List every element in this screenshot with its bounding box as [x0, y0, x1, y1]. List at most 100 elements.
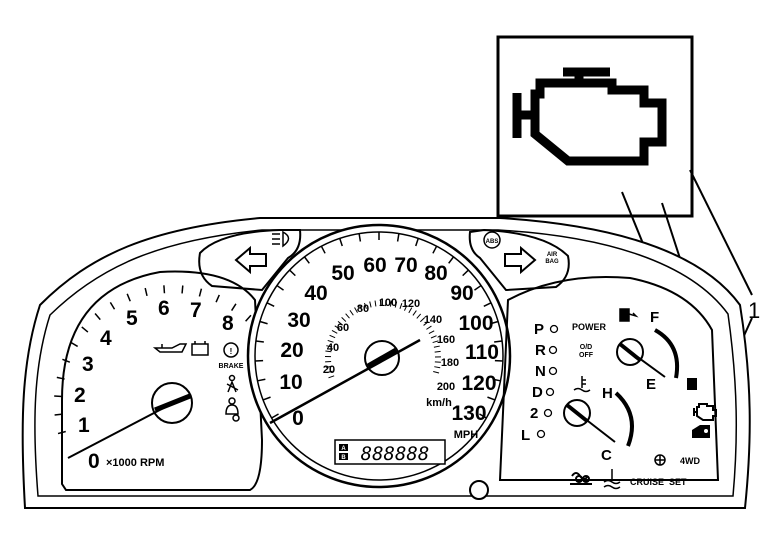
power-label: POWER [572, 322, 607, 332]
tach-tick [245, 314, 252, 322]
tach-tick [181, 285, 184, 294]
tach-tick [62, 358, 71, 363]
kmh-tick [329, 334, 336, 339]
check-engine-small-icon [693, 403, 717, 421]
coolant-low-icon [603, 469, 621, 490]
gear-r: R [535, 342, 546, 359]
oil-icon [152, 343, 188, 353]
kmh-tick [325, 350, 332, 353]
kmh-tick [369, 301, 372, 308]
kmh-tick [389, 300, 392, 307]
tachometer: 0 1 2 3 4 5 6 7 8 ×1000 RPM ! BRAKE [54, 270, 264, 491]
kmh-tick [423, 321, 429, 326]
mph-label-50: 50 [331, 262, 354, 285]
mph-tick [490, 320, 499, 325]
tach-tick [81, 326, 89, 333]
fuel-low-icon [687, 378, 697, 390]
mph-tick [289, 269, 296, 277]
temp-needle [574, 410, 616, 443]
mph-tick [262, 396, 271, 401]
4x4-lamp-icon [692, 425, 710, 438]
brake-icon: ! [223, 342, 239, 358]
tach-label-3: 3 [82, 353, 94, 376]
4wd-icon [654, 454, 666, 466]
kmh-tick [433, 345, 440, 348]
seatbelt-icon [226, 374, 239, 393]
odometer-value: 888888 [361, 443, 430, 465]
set-label: SET [669, 477, 687, 487]
mph-tick [448, 256, 455, 264]
gear-2: 2 [530, 405, 538, 422]
tach-tick [126, 293, 131, 302]
left-turn-icon [234, 245, 267, 275]
mph-label-10: 10 [279, 371, 302, 394]
mph-tick [487, 396, 496, 401]
mph-tick [266, 302, 275, 307]
kmh-tick [408, 307, 413, 314]
kmh-tick [432, 340, 439, 344]
speedo-hub [364, 340, 400, 376]
abs-icon: ABS [483, 231, 501, 249]
speedo-needle [269, 338, 421, 425]
tach-label-4: 4 [100, 327, 112, 350]
mph-label-60: 60 [363, 254, 386, 277]
mph-label-0: 0 [292, 407, 304, 430]
kmh-tick [434, 366, 441, 369]
mph-tick [320, 245, 326, 254]
tach-tick [94, 313, 101, 321]
kmh-tick [327, 339, 334, 343]
odo-badge-b: B [341, 455, 346, 461]
od-label: O/D [580, 344, 592, 351]
fuel-empty-label: E [646, 376, 656, 393]
callout-number: 1 [748, 298, 760, 323]
mph-tick [358, 233, 362, 242]
tach-needle [67, 401, 176, 459]
kmh-label-100: 100 [379, 297, 397, 309]
glow-plug-icon [570, 472, 592, 485]
odo-badge-a: A [341, 446, 346, 452]
mph-tick [432, 245, 438, 254]
kmh-label-60: 60 [337, 322, 349, 334]
tach-label-5: 5 [126, 307, 138, 330]
mph-tick [479, 413, 487, 419]
tach-tick [70, 341, 79, 348]
mph-label-30: 30 [287, 309, 310, 332]
kmh-label-140: 140 [424, 314, 442, 326]
mph-label-80: 80 [424, 262, 447, 285]
battery-icon [191, 341, 209, 356]
airbag-label-1: AIR [547, 252, 558, 258]
fuel-arc [653, 328, 679, 379]
tach-label-7: 7 [190, 299, 202, 322]
kmh-tick [337, 321, 343, 326]
gear-n: N [535, 363, 546, 380]
tach-tick [198, 288, 203, 297]
right-turn-pod: ABS AIR BAG [468, 228, 570, 292]
tach-tick [215, 294, 220, 303]
check-engine-icon [512, 67, 667, 166]
tach-tick [144, 287, 148, 297]
mph-label-120: 120 [461, 372, 496, 395]
mph-label-130: 130 [451, 402, 486, 425]
kmh-tick [328, 375, 335, 379]
mph-tick [303, 256, 310, 264]
tach-label-6: 6 [158, 297, 170, 320]
temp-cold-label: C [601, 447, 612, 464]
gear-p: P [534, 321, 544, 338]
kmh-tick [394, 301, 398, 308]
tach-label-8: 8 [222, 312, 234, 335]
kmh-label-40: 40 [327, 342, 339, 354]
mph-label-40: 40 [304, 282, 327, 305]
mph-label-20: 20 [280, 339, 303, 362]
callout-box [496, 35, 694, 218]
off-label: OFF [579, 352, 594, 359]
kmh-tick [358, 304, 363, 311]
brake-label: BRAKE [219, 363, 244, 370]
kmh-tick [428, 330, 435, 335]
gear-r-lamp [548, 345, 558, 355]
4wd-label: 4WD [680, 456, 701, 466]
kmh-tick [354, 307, 358, 313]
kmh-label-80: 80 [357, 303, 369, 315]
kmh-label-200: 200 [437, 381, 455, 393]
kmh-label-180: 180 [441, 357, 459, 369]
coolant-temp-icon [573, 376, 591, 393]
